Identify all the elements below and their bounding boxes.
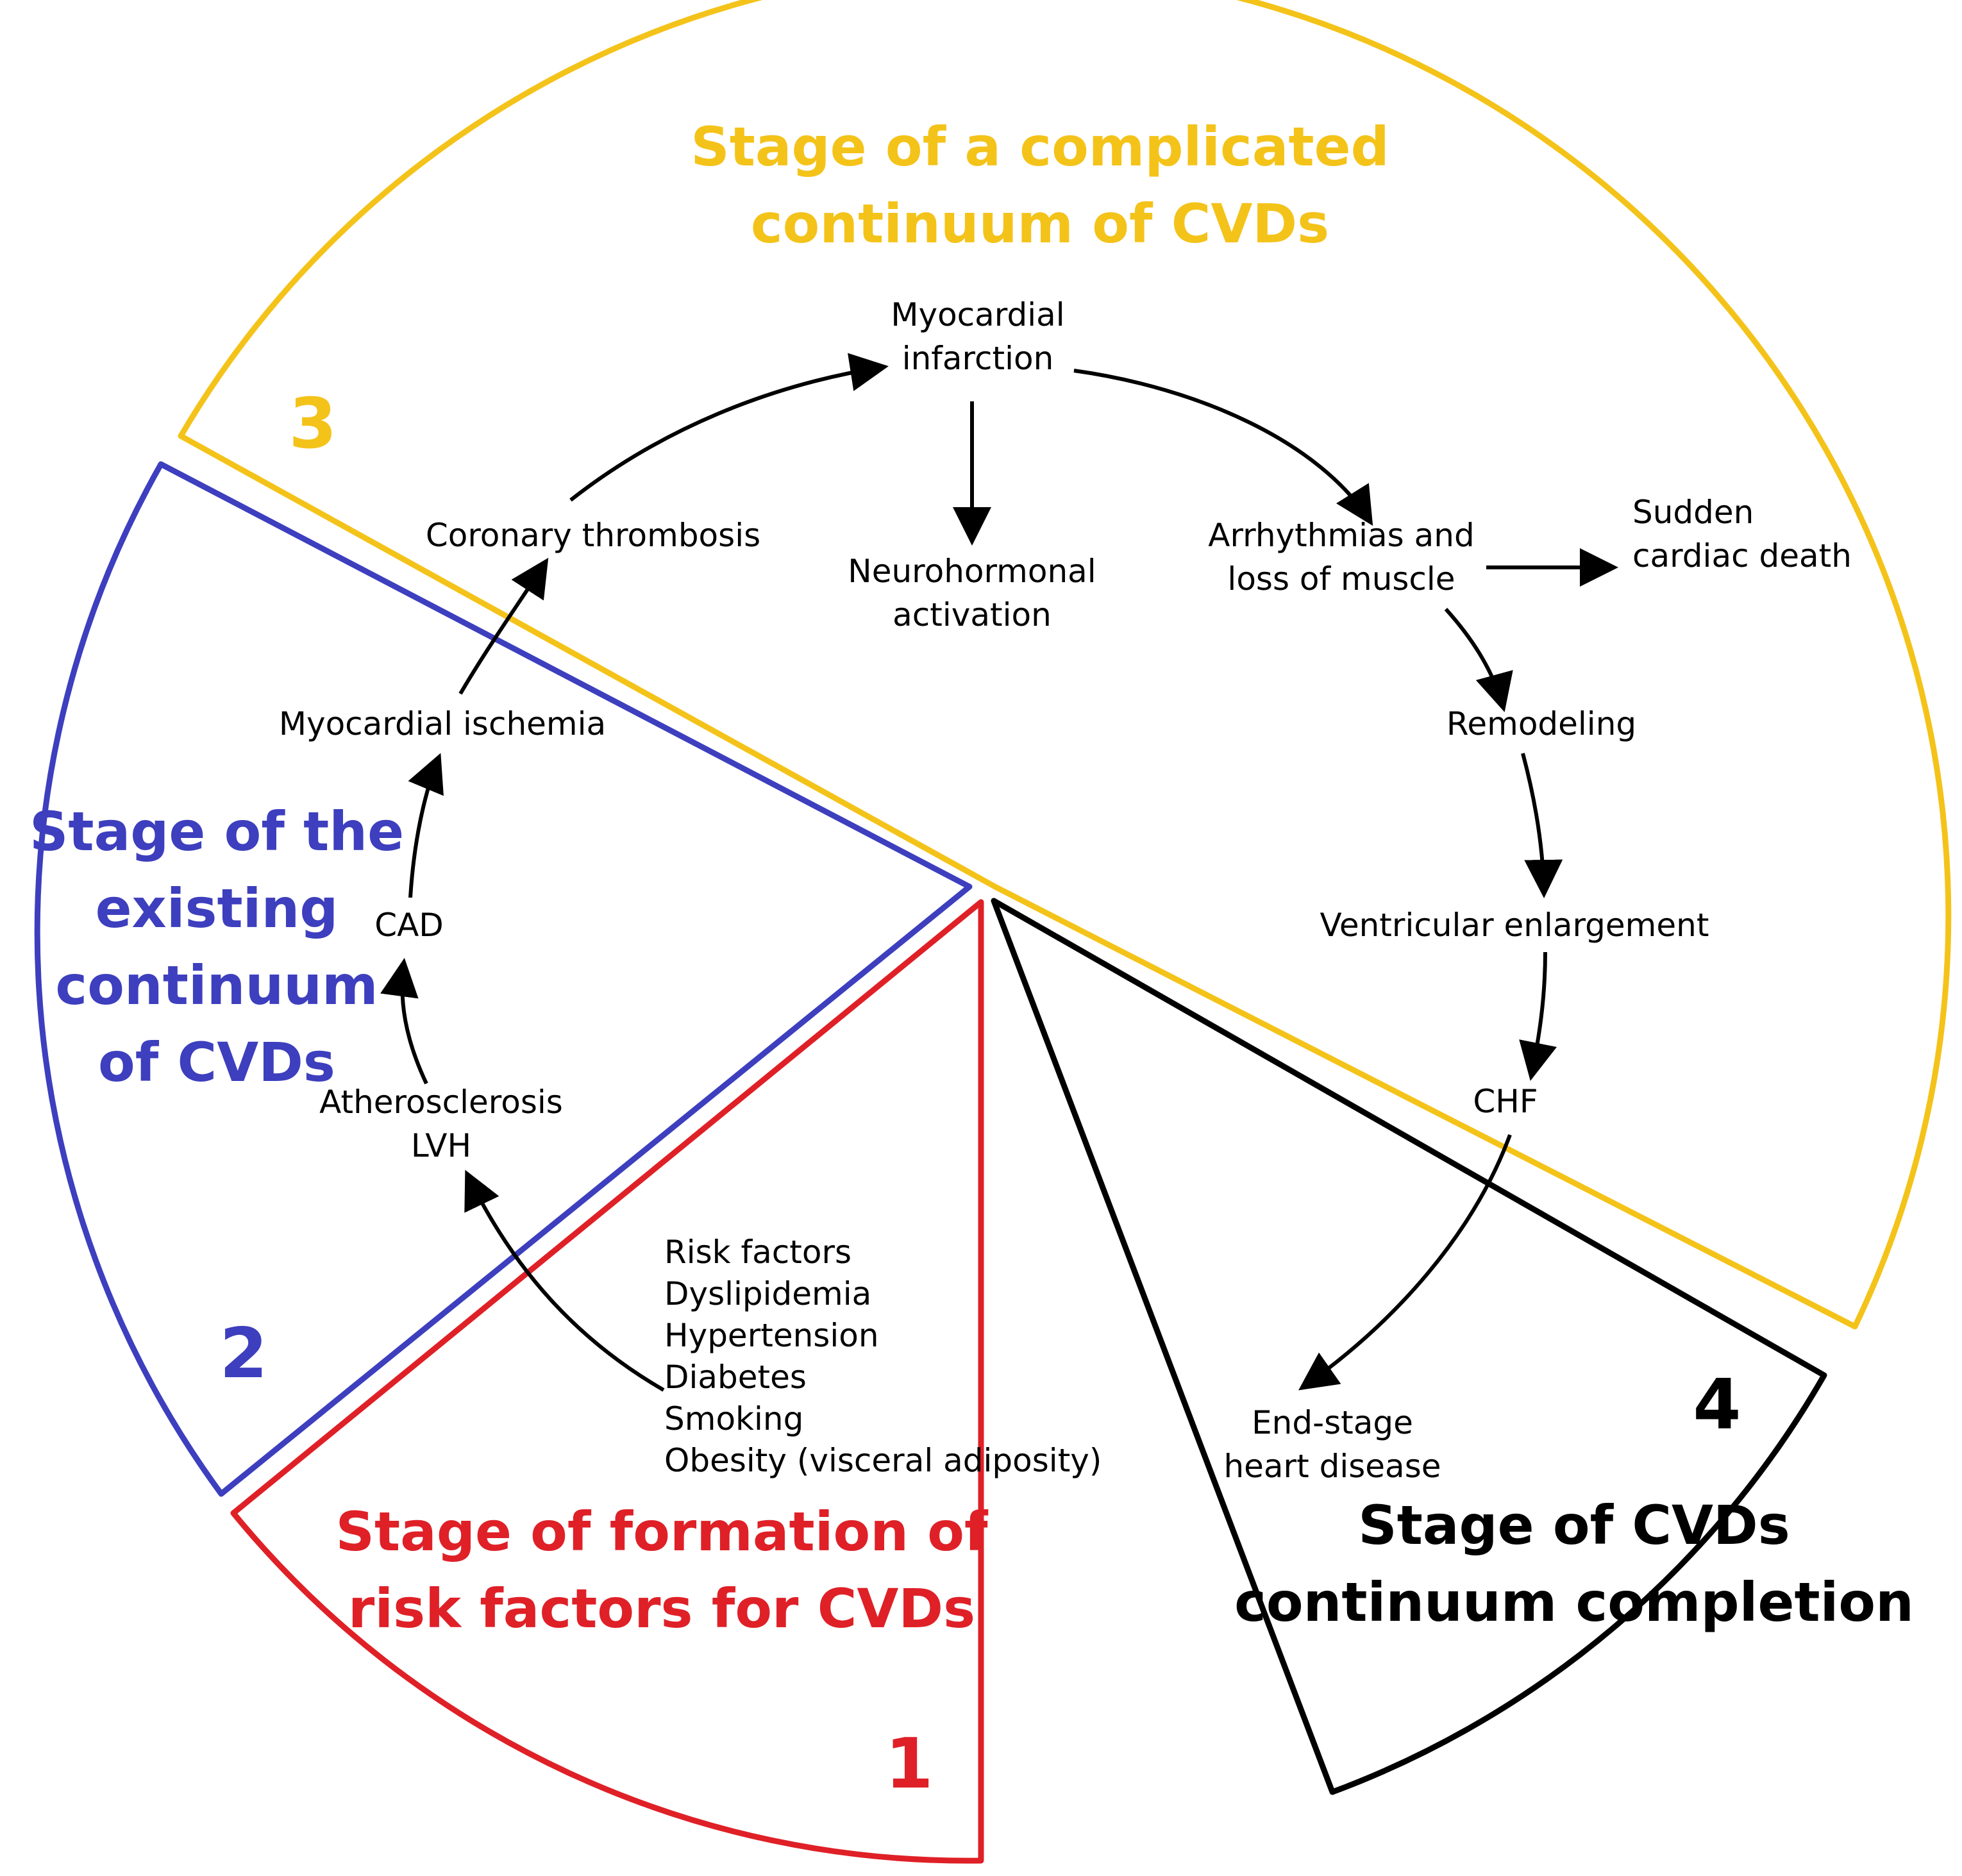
risk-factors-line-3: Hypertension [664, 1317, 879, 1354]
stage-1-title: Stage of formation of risk factors for C… [335, 1500, 988, 1640]
stage-4-sector [991, 898, 1827, 1795]
stage-4-title: Stage of CVDs continuum completion [1234, 1494, 1914, 1634]
stage-4-title-line-2: continuum completion [1234, 1571, 1914, 1634]
arrow-ventricular-to-chf [1519, 951, 1557, 1081]
arrow-thrombosis-to-infarction [569, 353, 889, 502]
stage-1-outline [230, 899, 984, 1864]
node-myocardial-ischemia: Myocardial ischemia [279, 705, 606, 742]
stage-4-outline [991, 898, 1827, 1795]
arrow-arrhythmias-to-remodeling [1444, 607, 1513, 712]
stage-2-title-line-1: Stage of the [29, 800, 404, 863]
atherosclerosis-line-1: Atherosclerosis [319, 1084, 563, 1121]
node-neurohormonal-activation: Neurohormonal activation [848, 553, 1096, 633]
arrhythmias-line-1: Arrhythmias and [1208, 517, 1474, 554]
sudden-death-line-2: cardiac death [1632, 537, 1852, 574]
risk-factors-line-2: Dyslipidemia [664, 1275, 871, 1312]
stage-2-title: Stage of the existing continuum of CVDs [29, 800, 404, 1094]
arrow-cad-to-ischemia [408, 753, 444, 898]
stage-3-title-line-2: continuum of CVDs [751, 192, 1329, 255]
stage-2-number: 2 [219, 1314, 267, 1394]
arrow-atherosclerosis-to-cad [380, 958, 428, 1085]
atherosclerosis-line-2: LVH [411, 1127, 471, 1164]
infarction-line-1: Myocardial [891, 296, 1064, 333]
arrow-chf-to-end-stage [1298, 1134, 1512, 1391]
risk-factors-line-5: Smoking [664, 1400, 803, 1437]
stage-2-title-line-3: continuum [55, 954, 378, 1017]
node-sudden-cardiac-death: Sudden cardiac death [1632, 494, 1852, 574]
stage-2-title-line-2: existing [96, 877, 339, 940]
arrow-infarction-to-arrhythmias [1073, 369, 1373, 526]
stage-3-outline [178, 0, 1952, 1330]
stage-2-title-line-4: of CVDs [98, 1031, 335, 1094]
infarction-line-2: infarction [902, 340, 1054, 377]
node-remodeling: Remodeling [1446, 705, 1636, 742]
arrow-remodeling-to-ventricular [1521, 753, 1563, 898]
node-coronary-thrombosis: Coronary thrombosis [426, 517, 760, 554]
sudden-death-line-1: Sudden [1632, 494, 1754, 531]
end-stage-line-1: End-stage [1252, 1404, 1413, 1441]
flow-arrows [380, 353, 1618, 1392]
stage-2-sector [34, 461, 973, 1497]
arrow-ischemia-to-thrombosis [458, 557, 549, 695]
node-arrhythmias: Arrhythmias and loss of muscle [1208, 517, 1474, 598]
node-end-stage-heart-disease: End-stage heart disease [1223, 1404, 1441, 1485]
node-ventricular-enlargement: Ventricular enlargement [1320, 907, 1709, 944]
stage-3-title-line-1: Stage of a complicated [691, 115, 1389, 178]
neurohormonal-line-1: Neurohormonal [848, 553, 1096, 590]
stage-1-number: 1 [885, 1724, 933, 1804]
arrow-riskfactors-to-atherosclerosis [464, 1169, 665, 1392]
risk-factors-line-6: Obesity (visceral adiposity) [664, 1442, 1102, 1479]
end-stage-line-2: heart disease [1223, 1448, 1441, 1485]
node-atherosclerosis: Atherosclerosis LVH [319, 1084, 563, 1164]
neurohormonal-line-2: activation [893, 596, 1052, 633]
stage-4-title-line-1: Stage of CVDs [1358, 1494, 1790, 1557]
stage-1-sector [230, 899, 984, 1864]
stage-2-outline [34, 461, 973, 1497]
stage-3-number: 3 [289, 384, 337, 464]
risk-factors-line-4: Diabetes [664, 1359, 807, 1396]
stage-1-title-line-1: Stage of formation of [335, 1500, 988, 1563]
stage-1-title-line-2: risk factors for CVDs [348, 1577, 975, 1640]
node-chf: CHF [1473, 1083, 1538, 1120]
stage-3-sector [178, 0, 1952, 1330]
arrhythmias-line-2: loss of muscle [1227, 560, 1455, 598]
stage-4-number: 4 [1693, 1365, 1741, 1445]
stage-3-title: Stage of a complicated continuum of CVDs [691, 115, 1389, 255]
node-risk-factors: Risk factors Dyslipidemia Hypertension D… [664, 1234, 1102, 1479]
node-cad: CAD [374, 907, 444, 944]
risk-factors-line-1: Risk factors [664, 1234, 851, 1271]
node-myocardial-infarction: Myocardial infarction [891, 296, 1064, 377]
